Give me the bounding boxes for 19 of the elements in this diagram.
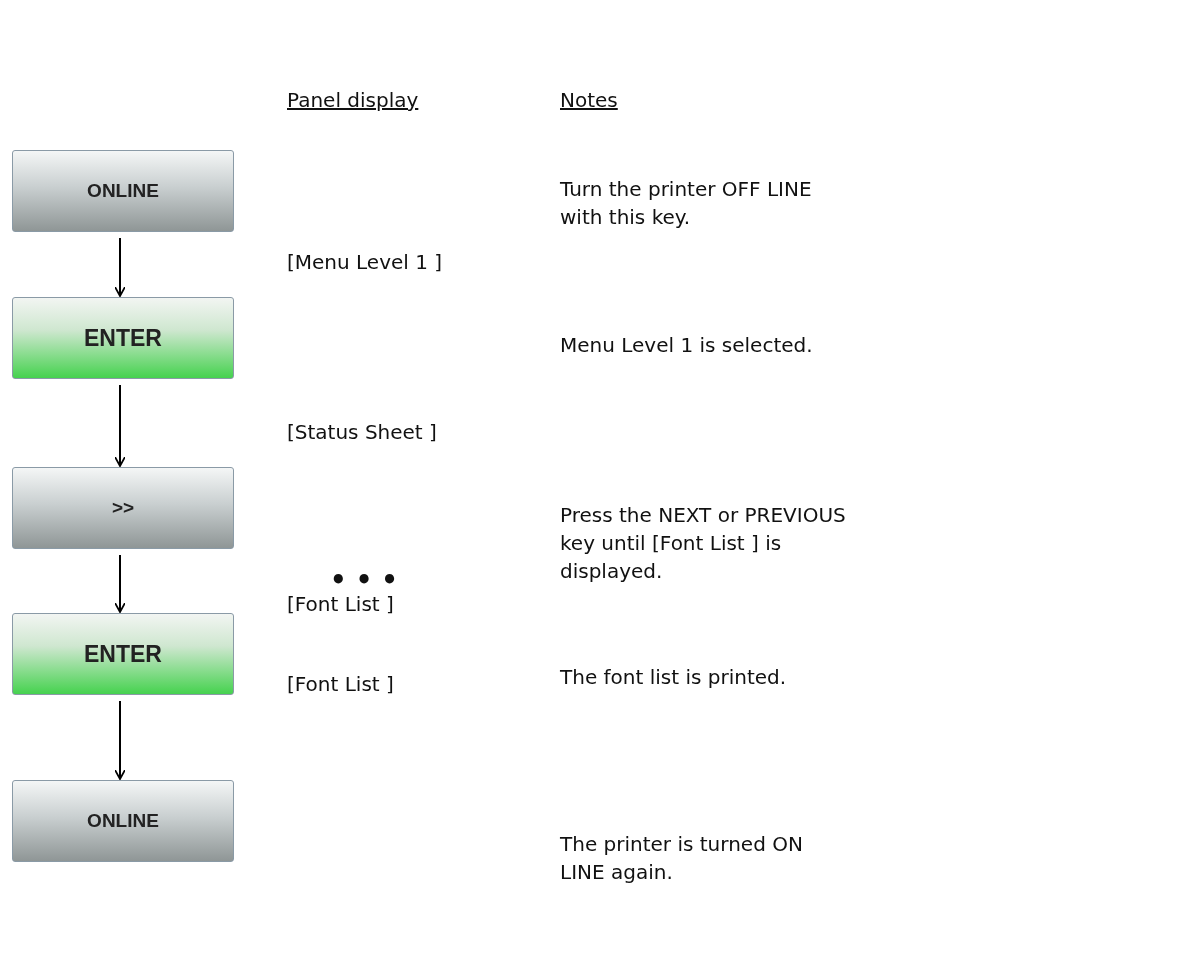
arrow [114, 700, 126, 780]
note-text: The printer is turned ON LINE again. [560, 831, 804, 886]
arrow [114, 237, 126, 297]
display-text: [Status Sheet ] [287, 419, 437, 446]
note-text: Menu Level 1 is selected. [560, 332, 813, 359]
display-text: [Menu Level 1 ] [287, 249, 443, 276]
display-text: [Font List ] [287, 671, 394, 698]
arrow [114, 554, 126, 613]
arrow [114, 384, 126, 467]
key-button: >> [12, 467, 234, 549]
key-button: ONLINE [12, 150, 234, 232]
note-text: Press the NEXT or PREVIOUS key until [Font List ] is displayed. [560, 502, 847, 585]
key-button: ENTER [12, 297, 234, 379]
column-heading: Notes [560, 87, 618, 114]
note-text: Turn the printer OFF LINE with this key. [560, 176, 813, 231]
key-button: ENTER [12, 613, 234, 695]
key-button: ONLINE [12, 780, 234, 862]
note-text: The font list is printed. [560, 664, 787, 691]
column-heading: Panel display [287, 87, 419, 114]
